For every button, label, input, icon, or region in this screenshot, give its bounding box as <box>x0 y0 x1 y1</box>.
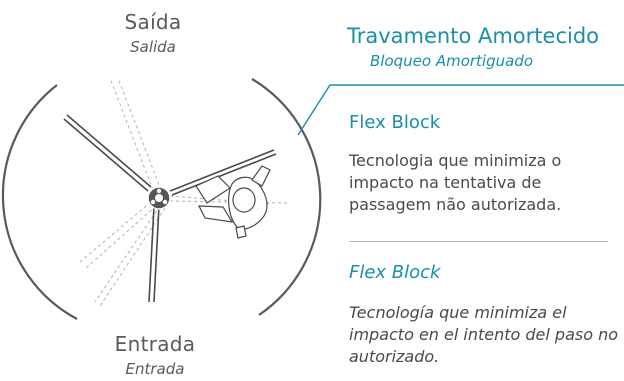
feature-title-es: Flex Block <box>349 262 441 283</box>
header-title-pt: Travamento Amortecido <box>347 24 599 48</box>
section-divider <box>349 241 608 242</box>
entry-label-es: Entrada <box>125 360 185 378</box>
person-top-view-icon <box>195 165 271 239</box>
callout-line <box>297 84 624 136</box>
feature-description-es: Tecnología que minimiza el impacto en el… <box>349 303 619 366</box>
feature-title-pt: Flex Block <box>349 112 441 133</box>
entry-label-pt: Entrada <box>114 332 196 356</box>
turnstile-arms <box>63 114 277 303</box>
header-title-es: Bloqueo Amortiguado <box>370 52 534 70</box>
right-arc <box>251 78 322 316</box>
exit-label-es: Salida <box>130 38 176 56</box>
exit-label-pt: Saída <box>124 10 182 34</box>
feature-description-pt: Tecnologia que minimiza o impacto na ten… <box>349 151 562 214</box>
turnstile-hub-icon <box>147 186 171 210</box>
left-arc <box>1 84 78 320</box>
